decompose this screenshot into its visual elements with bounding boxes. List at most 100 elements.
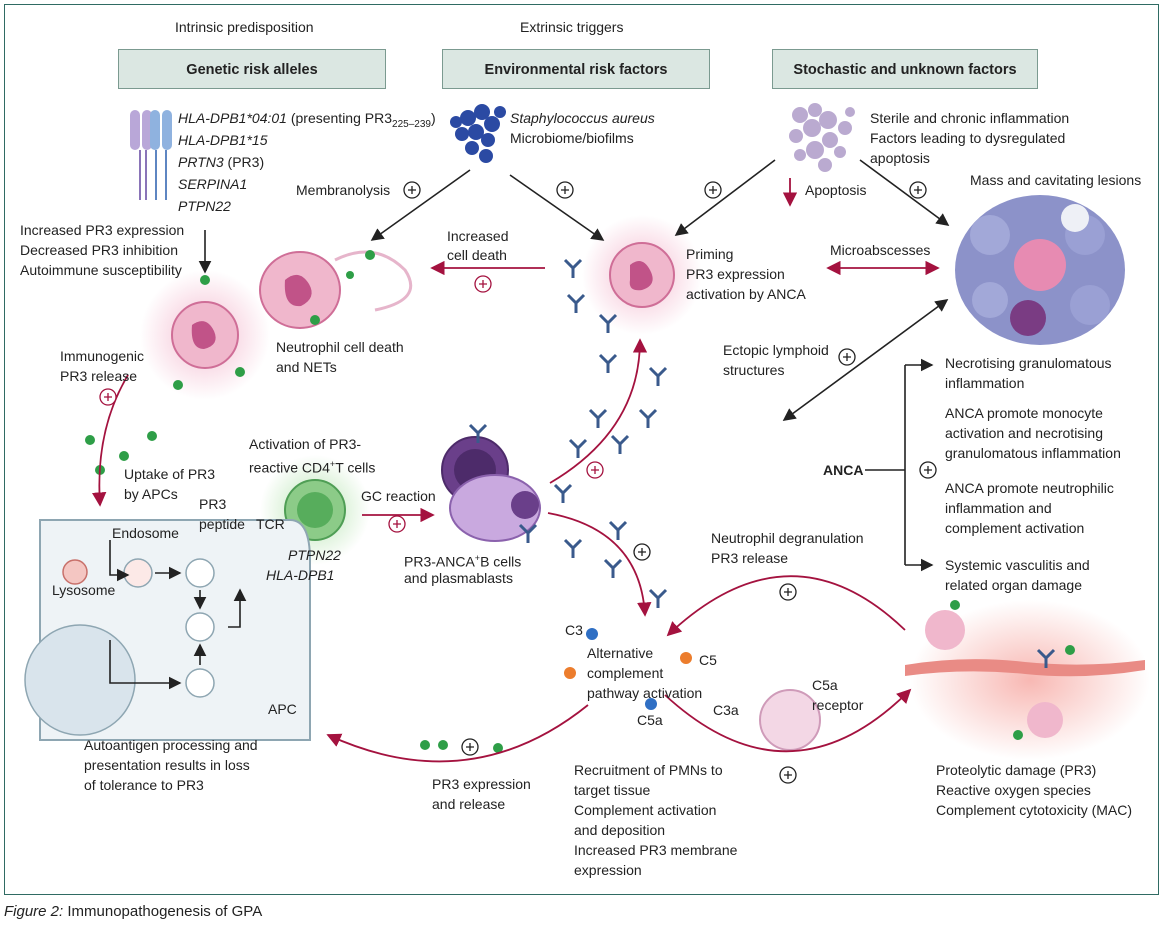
apoptotic-bodies-icon: [789, 103, 855, 172]
pr3-expression-label-1: Increased PR3 expression: [20, 222, 185, 238]
c5a-receptor-label-1: C5a: [812, 677, 838, 693]
c5-dot-2: [680, 652, 692, 664]
membranolysis-label: Membranolysis: [296, 182, 391, 198]
ectopic-label-1: Ectopic lymphoid: [723, 342, 829, 358]
c5a-neutrophil: [759, 689, 821, 751]
pr3-peptide-label-1: PR3: [199, 496, 227, 512]
recruitment-label-5: Increased PR3 membrane: [574, 842, 738, 858]
primed-neutrophil: [582, 215, 702, 335]
net-death-label-2: and NETs: [276, 359, 337, 375]
pr3-expression-label-2: Decreased PR3 inhibition: [20, 242, 178, 258]
stoch-line-1: Sterile and chronic inflammation: [870, 110, 1070, 126]
c3-label: C3: [565, 622, 583, 638]
pr3-release-label-2: and release: [432, 796, 506, 812]
stoch-line-2: Factors leading to dysregulated: [870, 130, 1066, 146]
immunogenic-label-2: PR3 release: [60, 368, 138, 384]
neutrophilic-label-3: complement activation: [945, 520, 1085, 536]
tcr-label: TCR: [256, 516, 285, 532]
autoantigen-label-1: Autoantigen processing and: [84, 737, 258, 753]
c3a-label: C3a: [713, 702, 739, 718]
increased-label-2: cell death: [447, 247, 507, 263]
black-arrows: [109, 159, 950, 690]
endosome-label: Endosome: [112, 525, 179, 541]
environmental-header: Environmental risk factors: [442, 49, 710, 89]
apc-cell: [24, 519, 311, 741]
stochastic-header: Stochastic and unknown factors: [772, 49, 1038, 89]
bacteria-cluster-icon: [450, 104, 506, 163]
c3-dot: [586, 628, 598, 640]
systemic-label-1: Systemic vasculitis and: [945, 557, 1090, 573]
monocyte-label-2: activation and necrotising: [945, 425, 1103, 441]
uptake-label-2: by APCs: [124, 486, 178, 502]
ptpn22-label: PTPN22: [288, 547, 341, 563]
anca-label: ANCA: [823, 462, 864, 478]
uptake-label-1: Uptake of PR3: [124, 466, 216, 482]
immunogenic-label-1: Immunogenic: [60, 348, 145, 364]
monocyte-label-1: ANCA promote monocyte: [945, 405, 1103, 421]
mass-label: Mass and cavitating lesions: [970, 172, 1142, 188]
allele-5: PTPN22: [178, 198, 231, 214]
microabscesses-label: Microabscesses: [830, 242, 931, 258]
env-line-1: Staphylococcus aureus: [510, 110, 655, 126]
degranulation-label-1: Neutrophil degranulation: [711, 530, 864, 546]
b-cells-label-1: PR3-ANCA+B cells: [404, 553, 522, 570]
proteolytic-label-1: Proteolytic damage (PR3): [936, 762, 1097, 778]
proteolytic-label-2: Reactive oxygen species: [936, 782, 1091, 798]
c5a-dot: [645, 698, 657, 710]
autoantigen-label-3: of tolerance to PR3: [84, 777, 204, 793]
recruitment-label-4: and deposition: [574, 822, 666, 838]
c5-dot: [564, 667, 576, 679]
alt-complement-label-2: complement: [587, 665, 664, 681]
systemic-label-2: related organ damage: [945, 577, 1082, 593]
lysosome-label: Lysosome: [52, 582, 116, 598]
pr3-peptide-label-2: peptide: [199, 516, 245, 532]
increased-label-1: Increased: [447, 228, 509, 244]
alt-complement-label-1: Alternative: [587, 645, 654, 661]
intrinsic-heading: Intrinsic predisposition: [175, 19, 314, 35]
net-death-label-1: Neutrophil cell death: [276, 339, 404, 355]
pr3-release-label-1: PR3 expression: [432, 776, 531, 792]
plus-symbols: [403, 181, 937, 784]
priming-label-3: activation by ANCA: [686, 286, 806, 302]
granuloma-mass-icon: [955, 195, 1125, 345]
alt-complement-label-3: pathway activation: [587, 685, 703, 701]
recruitment-label-6: expression: [574, 862, 642, 878]
gc-reaction-label: GC reaction: [361, 488, 436, 504]
degranulation-label-2: PR3 release: [711, 550, 789, 566]
figure-frame: [4, 4, 1159, 895]
activation-label-2: reactive CD4+T cells: [249, 459, 376, 476]
plus-symbols-red: [99, 275, 604, 533]
necrotising-label-1: Necrotising granulomatous: [945, 355, 1112, 371]
neutrophilic-label-2: inflammation and: [945, 500, 1052, 516]
b-cells: [441, 436, 541, 542]
apc-label: APC: [268, 701, 297, 717]
pr3-expression-label-3: Autoimmune susceptibility: [20, 262, 182, 278]
allele-1: HLA-DPB1*04:01 (presenting PR3225–239): [178, 110, 436, 130]
priming-label-2: PR3 expression: [686, 266, 785, 282]
neutrophilic-label-1: ANCA promote neutrophilic: [945, 480, 1114, 496]
extrinsic-heading: Extrinsic triggers: [520, 19, 624, 35]
chromosome-icon: [130, 110, 172, 200]
recruitment-label-2: target tissue: [574, 782, 651, 798]
b-cells-label-2: and plasmablasts: [404, 570, 513, 586]
c5-label: C5: [699, 652, 717, 668]
c5a-receptor-label-2: receptor: [812, 697, 864, 713]
autoantigen-label-2: presentation results in loss: [84, 757, 250, 773]
recruitment-label-3: Complement activation: [574, 802, 717, 818]
monocyte-label-3: granulomatous inflammation: [945, 445, 1121, 461]
stoch-line-3: apoptosis: [870, 150, 930, 166]
vessel-damage-scene: [905, 600, 1150, 760]
recruitment-label-1: Recruitment of PMNs to: [574, 762, 723, 778]
red-arrows: [91, 178, 940, 763]
genetic-header: Genetic risk alleles: [118, 49, 386, 89]
env-line-2: Microbiome/biofilms: [510, 130, 634, 146]
proteolytic-label-3: Complement cytotoxicity (MAC): [936, 802, 1133, 818]
allele-3: PRTN3 (PR3): [178, 154, 265, 170]
ectopic-label-2: structures: [723, 362, 785, 378]
hla-dpb1-label: HLA-DPB1: [266, 567, 335, 583]
figure-caption: Figure 2: Immunopathogenesis of GPA: [4, 903, 263, 920]
priming-label-1: Priming: [686, 246, 734, 262]
antibodies: [468, 258, 1056, 668]
nets-neutrophil: [259, 250, 413, 329]
